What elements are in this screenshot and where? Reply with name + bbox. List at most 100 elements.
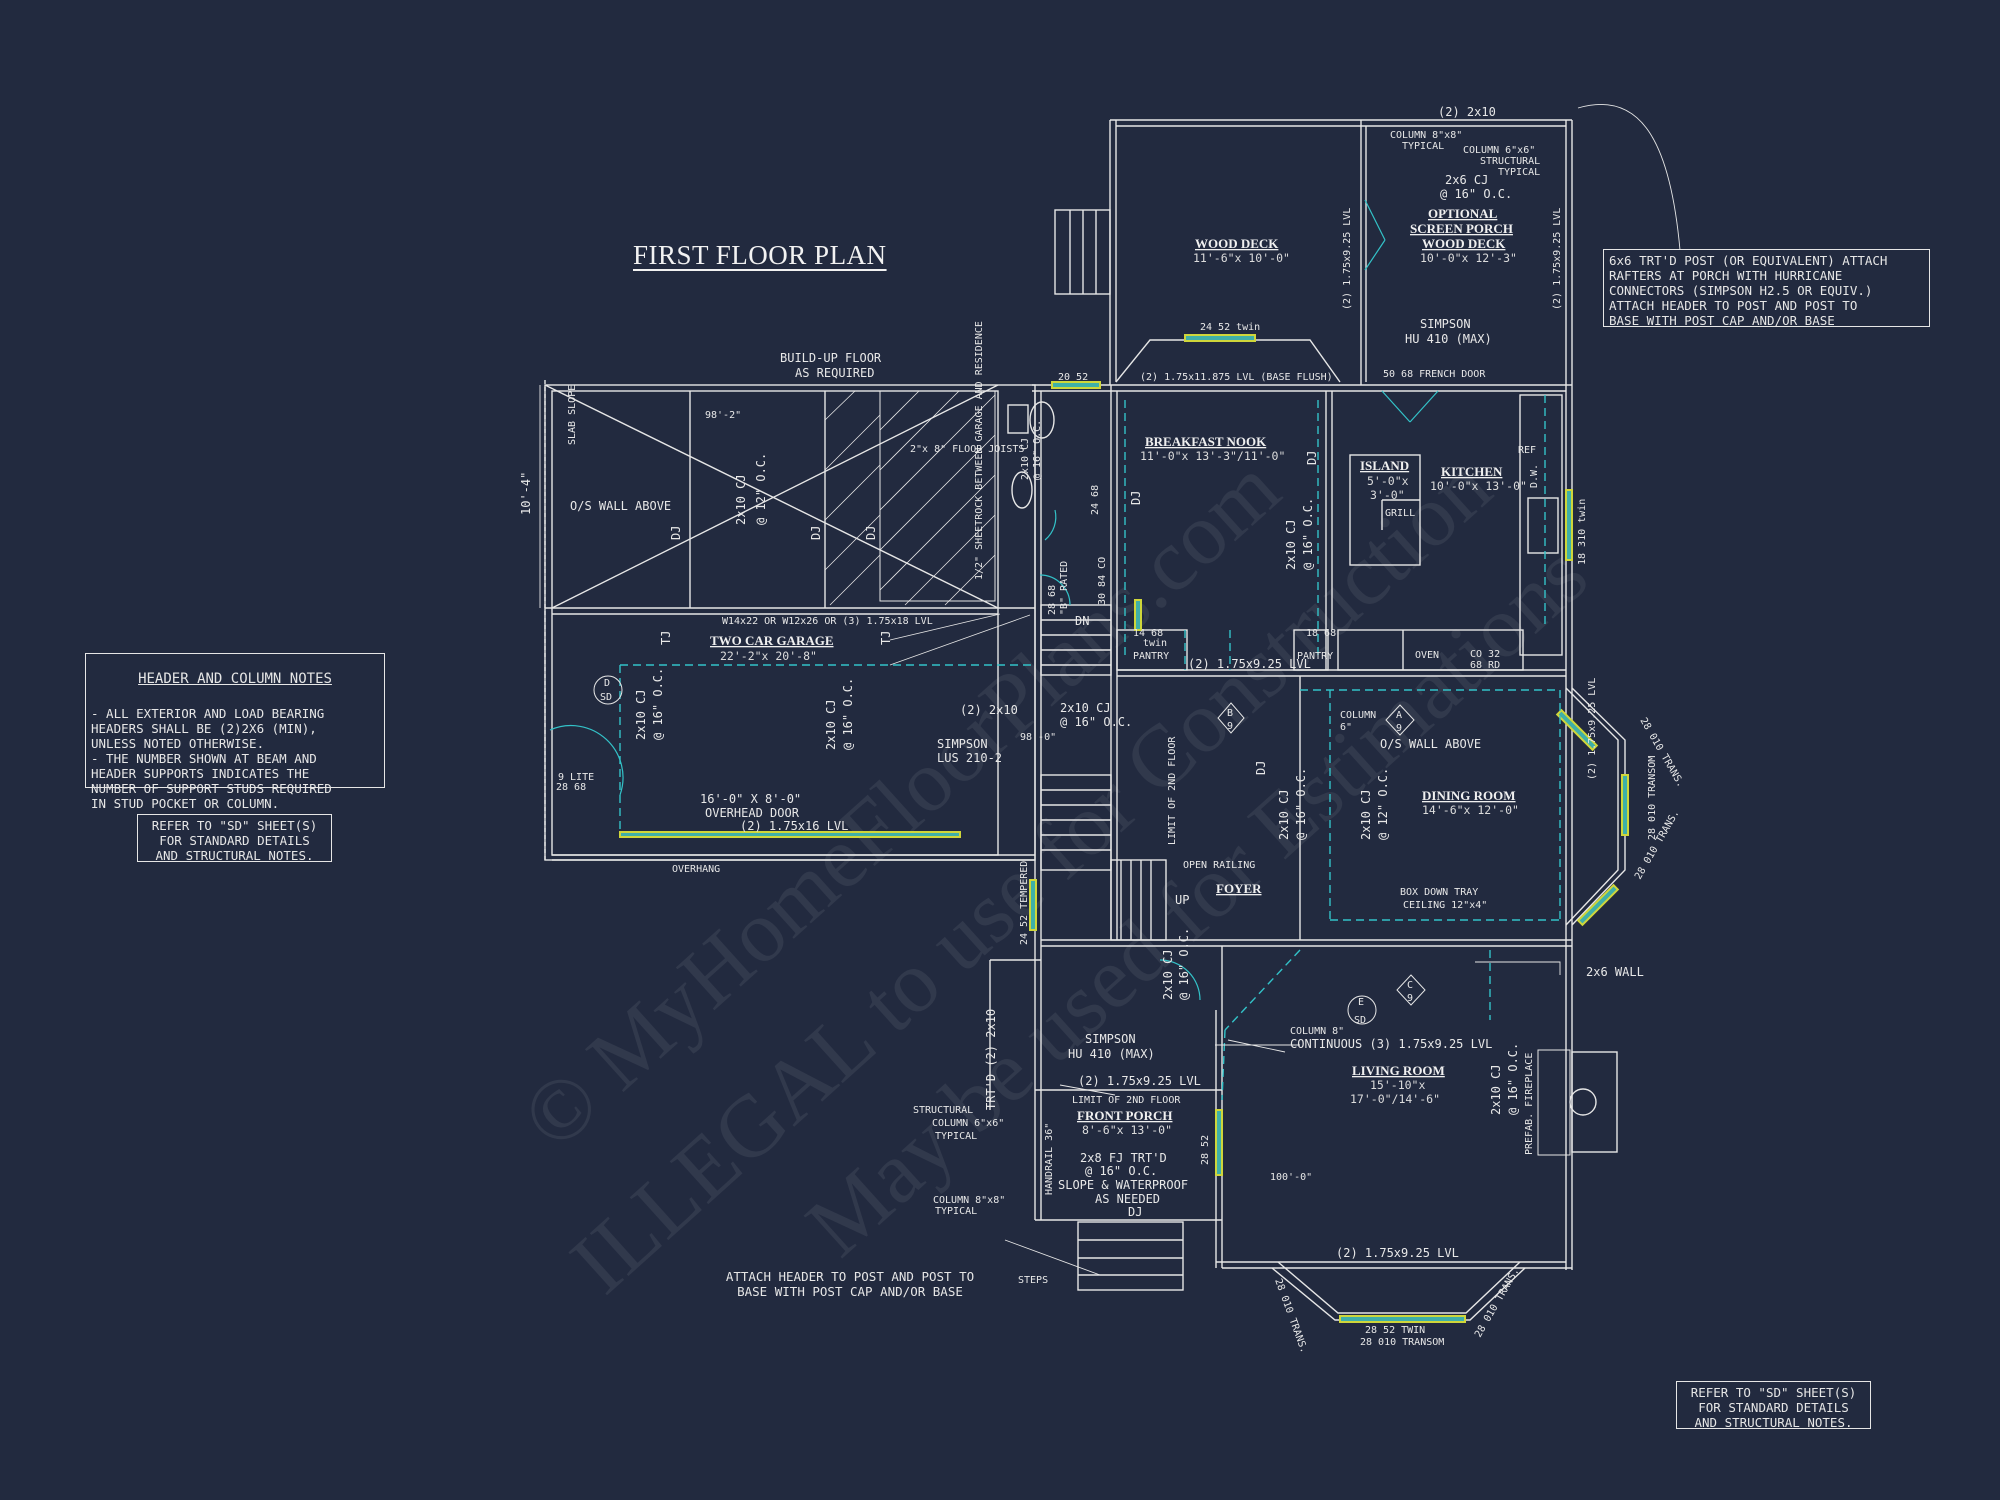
label-lvl-dining-bay: (2) 1.75x9.25 LVL (1587, 678, 1598, 780)
label-garage-oc-1: @ 16" O.C. (651, 668, 665, 740)
marker-a: A (1396, 710, 1402, 721)
label-door-2868-b: 28 68 (1047, 585, 1058, 615)
label-slope: SLOPE & WATERPROOF (1058, 1178, 1188, 1192)
label-dining-cj-2: 2x10 CJ (1359, 789, 1373, 840)
label-lvl-925-mid: (2) 1.75x9.25 LVL (1188, 657, 1311, 671)
label-tray-ceiling: CEILING 12"x4" (1403, 900, 1487, 911)
wood-deck-dim: 11'-6"x 10'-0" (1193, 251, 1290, 265)
label-window-2052: 20 52 (1058, 372, 1088, 383)
label-dn: DN (1075, 614, 1089, 628)
header-column-notes-body: - ALL EXTERIOR AND LOAD BEARING HEADERS … (91, 706, 332, 811)
label-sheetrock: 1/2" SHEETROCK BETWEEN GARAGE AND RESIDE… (974, 321, 985, 580)
label-b-rated: "B" RATED (1059, 561, 1070, 615)
marker-b-9: 9 (1227, 721, 1233, 732)
label-lvl-front: (2) 1.75x9.25 LVL (1078, 1074, 1201, 1088)
screen-porch-label-3: WOOD DECK (1422, 236, 1506, 251)
label-18310: 18 310 twin (1577, 499, 1588, 565)
wood-deck-label: WOOD DECK (1195, 236, 1279, 251)
garage-dim: 22'-2"x 20'-8" (720, 649, 817, 663)
label-12oc-garage: @ 12" O.C. (754, 453, 768, 525)
label-dj-foyer: DJ (1254, 761, 1268, 775)
label-typical-1: TYPICAL (1402, 141, 1444, 152)
screen-porch-label-1: OPTIONAL (1428, 206, 1498, 221)
label-dining-cj-1: 2x10 CJ (1277, 789, 1291, 840)
label-dj-1: DJ (669, 526, 683, 540)
label-garage-door-2868: 28 68 (556, 782, 586, 793)
label-hu410-top: HU 410 (MAX) (1405, 332, 1492, 346)
label-overhead-door-dim: 16'-0" X 8'-0" (700, 792, 801, 806)
label-2x10-garage-right: (2) 2x10 (960, 703, 1018, 717)
label-1868: 18 68 (1306, 628, 1336, 639)
island-dim-2: 3'-0" (1370, 488, 1405, 502)
label-fj-trtd: 2x8 FJ TRT'D (1080, 1151, 1167, 1165)
label-floor-joists: 2"x 8" FLOOR JOISTS (910, 444, 1024, 455)
label-column-8x8-front: COLUMN 8"x8" (933, 1195, 1005, 1206)
label-prefab: PREFAB. FIREPLACE (1524, 1053, 1535, 1155)
label-living-oc: @ 16" O.C. (1506, 1043, 1520, 1115)
label-garage-cj-1: 2x10 CJ (634, 689, 648, 740)
label-9-lite: 9 LITE (558, 772, 594, 783)
marker-b: B (1227, 708, 1233, 719)
label-simpson-top: SIMPSON (1420, 317, 1471, 331)
label-dj-3: DJ (864, 526, 878, 540)
label-10-4: 10'-4" (519, 472, 533, 515)
front-porch-label: FRONT PORCH (1077, 1108, 1172, 1123)
label-trans-bay-1: 28 010 TRANS. (1637, 716, 1686, 789)
label-16oc-mid: @ 16" O.C. (1060, 715, 1132, 729)
foyer-label: FOYER (1216, 881, 1262, 896)
label-window-twin: 24 52 twin (1200, 322, 1260, 333)
label-typical-front: TYPICAL (935, 1131, 977, 1142)
label-build-up: BUILD-UP FLOOR (780, 351, 882, 365)
label-nook-oc: @ 16" O.C. (1301, 498, 1315, 570)
label-overhead-door: OVERHEAD DOOR (705, 806, 800, 820)
label-limit-2nd-floor: LIMIT OF 2ND FLOOR (1072, 1095, 1181, 1106)
island-dim-1: 5'-0"x (1367, 474, 1409, 488)
label-lvl-base-flush: (2) 1.75x11.875 LVL (BASE FLUSH) (1140, 372, 1333, 383)
label-100-0: 100'-0" (1270, 1172, 1312, 1183)
island-label: ISLAND (1360, 458, 1409, 473)
label-tj-2: TJ (879, 631, 893, 645)
label-2x6-cj: 2x6 CJ (1445, 173, 1488, 187)
marker-c: C (1407, 980, 1413, 991)
label-98-2: 98'-2" (705, 410, 741, 421)
grill-label: GRILL (1385, 508, 1415, 519)
label-porch-oc: @ 16" O.C. (1177, 928, 1191, 1000)
label-pantry-2: PANTRY (1297, 651, 1333, 662)
marker-sd-2: SD (1354, 1015, 1366, 1026)
annotations: (2) 2x10 COLUMN 8"x8" TYPICAL COLUMN 6"x… (519, 105, 1686, 1355)
beam-lines (619, 395, 1561, 1101)
label-limit-2nd: LIMIT OF 2ND FLOOR (1167, 736, 1178, 845)
marker-sd-1: SD (600, 692, 612, 703)
attach-header-note: ATTACH HEADER TO POST AND POST TO BASE W… (725, 1269, 975, 1299)
label-lus210: LUS 210-2 (937, 751, 1002, 765)
kitchen-dim: 10'-0"x 13'-0" (1430, 479, 1527, 493)
screen-porch-dim: 10'-0"x 12'-3" (1420, 251, 1517, 265)
marker-c-9: 9 (1407, 993, 1413, 1004)
label-16oc-top: @ 16" O.C. (1440, 187, 1512, 201)
label-steps: STEPS (1018, 1275, 1048, 1286)
marker-d: D (604, 678, 610, 689)
marker-e: E (1358, 997, 1364, 1008)
label-2852-twin: 28 52 TWIN (1365, 1325, 1425, 1336)
label-as-required: AS REQUIRED (795, 366, 874, 380)
label-16oc-bath: @ 16" O.C. (1032, 420, 1043, 480)
label-tj-1: TJ (659, 631, 673, 645)
breakfast-label: BREAKFAST NOOK (1145, 434, 1267, 449)
label-as-needed: AS NEEDED (1095, 1192, 1160, 1206)
label-garage-oc-2: @ 16" O.C. (841, 678, 855, 750)
label-slab-slope: SLAB SLOPE (567, 385, 578, 445)
label-structural: STRUCTURAL (1480, 156, 1540, 167)
label-living-cj: 2x10 CJ (1489, 1064, 1503, 1115)
label-handrail: HANDRAIL 36" (1044, 1123, 1055, 1195)
label-beam-w14: W14x22 OR W12x26 OR (3) 1.75x18 LVL (722, 616, 933, 627)
label-open-railing: OPEN RAILING (1183, 860, 1255, 871)
label-2468: 24 68 (1090, 485, 1101, 515)
label-os-wall: O/S WALL ABOVE (570, 499, 671, 513)
dining-label: DINING ROOM (1422, 788, 1516, 803)
header-column-notes-heading: HEADER AND COLUMN NOTES (138, 671, 332, 687)
label-trtd-2x10: TRT'D (2) 2x10 (984, 1009, 998, 1110)
label-tempered: 24 52 TEMPERED (1019, 861, 1030, 945)
label-dj-nook-2: DJ (1305, 451, 1319, 465)
screen-porch-label-2: SCREEN PORCH (1410, 221, 1513, 236)
